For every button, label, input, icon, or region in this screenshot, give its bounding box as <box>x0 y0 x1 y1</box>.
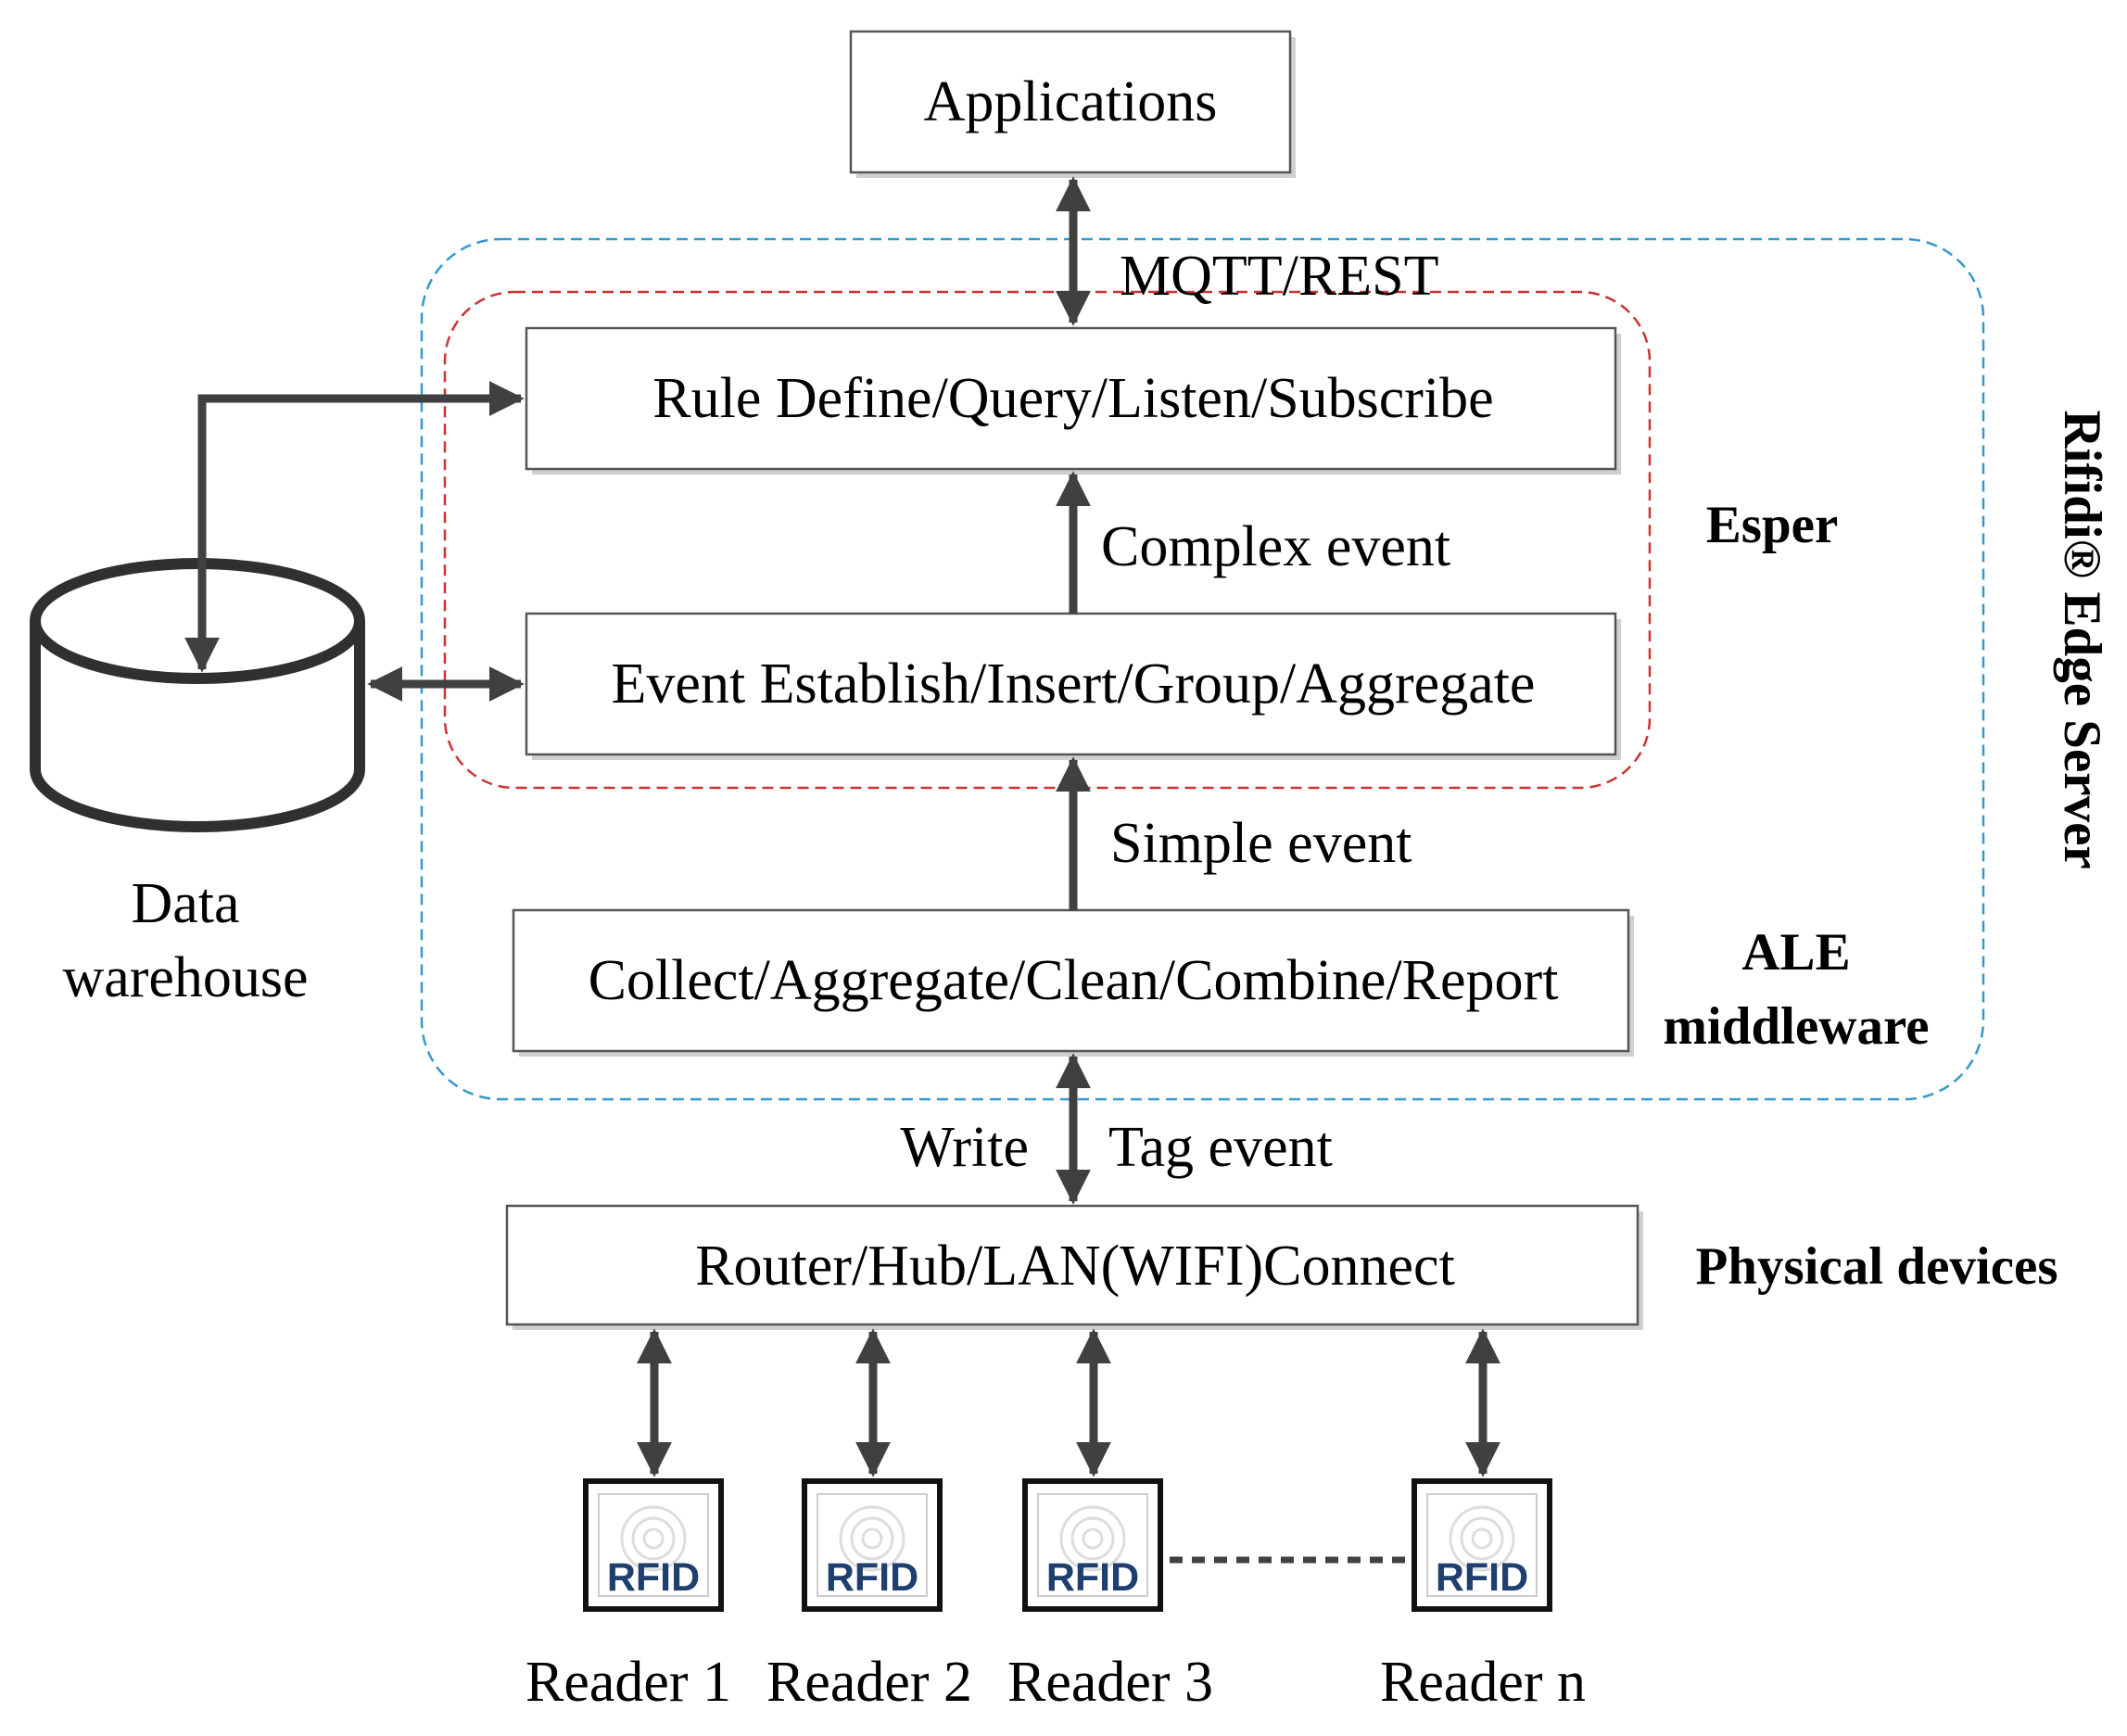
applications-box: Applications <box>849 30 1296 178</box>
write-label: Write <box>900 1116 1029 1179</box>
rfid-reader-n: RFID <box>1412 1478 1552 1612</box>
event-establish-label: Event Establish/Insert/Group/Aggregate <box>612 653 1536 716</box>
data-warehouse-label-line2: warehouse <box>62 946 308 1009</box>
protocol-label: MQTT/REST <box>1120 245 1438 308</box>
physical-devices-label: Physical devices <box>1695 1237 2057 1296</box>
reader-label-1: Reader 1 <box>525 1651 731 1714</box>
ale-label-line2: middleware <box>1663 997 1929 1056</box>
rule-define-box: Rule Define/Query/Listen/Subscribe <box>525 326 1621 475</box>
collect-label: Collect/Aggregate/Clean/Combine/Report <box>589 949 1559 1012</box>
rfid-logo-text: RFID <box>1046 1555 1139 1600</box>
reader-label-2: Reader 2 <box>766 1651 972 1714</box>
simple-event-label: Simple event <box>1110 812 1412 875</box>
collect-box: Collect/Aggregate/Clean/Combine/Report <box>512 908 1634 1057</box>
esper-label: Esper <box>1706 496 1839 554</box>
data-warehouse-cylinder <box>30 558 365 832</box>
rfid-reader-2: RFID <box>802 1478 943 1612</box>
router-label: Router/Hub/LAN(WIFI)Connect <box>695 1235 1455 1298</box>
rule-define-label: Rule Define/Query/Listen/Subscribe <box>652 367 1493 430</box>
router-box: Router/Hub/LAN(WIFI)Connect <box>505 1204 1643 1330</box>
ale-label-line1: ALE <box>1741 923 1850 982</box>
complex-event-label: Complex event <box>1101 515 1450 578</box>
rfid-logo-text: RFID <box>607 1555 700 1600</box>
rfid-reader-3: RFID <box>1022 1478 1163 1612</box>
data-warehouse-label-line1: Data <box>131 872 239 935</box>
reader-label-3: Reader 3 <box>1007 1651 1213 1714</box>
tag-event-label: Tag event <box>1108 1116 1333 1179</box>
rfid-logo-text: RFID <box>1436 1555 1528 1600</box>
warehouse-rule-arrow <box>184 381 525 673</box>
rfid-reader-1: RFID <box>583 1478 724 1612</box>
applications-label: Applications <box>924 70 1218 133</box>
reader-label-n: Reader n <box>1380 1651 1586 1714</box>
event-establish-box: Event Establish/Insert/Group/Aggregate <box>525 612 1621 760</box>
rfid-logo-text: RFID <box>826 1555 918 1600</box>
edge-server-label: Rifidi® Edge Server <box>2053 410 2111 868</box>
